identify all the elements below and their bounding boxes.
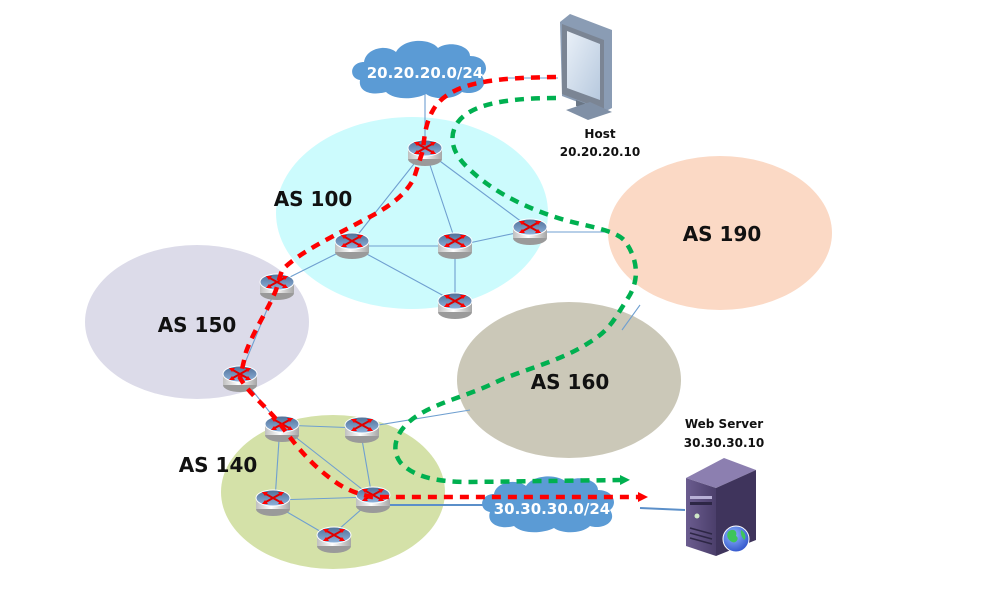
as160-region	[457, 302, 681, 458]
router-as100-center[interactable]	[437, 232, 473, 260]
router-as150-north[interactable]	[259, 273, 295, 301]
as160-label: AS 160	[531, 370, 610, 394]
router-as140-east[interactable]	[355, 486, 391, 514]
as190-region	[608, 156, 832, 310]
host-ip: 20.20.20.10	[560, 145, 640, 159]
router-as140-ne[interactable]	[344, 416, 380, 444]
router-as140-south[interactable]	[316, 526, 352, 554]
source-subnet-cloud: 20.20.20.0/24	[352, 40, 486, 99]
router-as100-south[interactable]	[437, 292, 473, 320]
as100-label: AS 100	[274, 187, 353, 211]
monitor-icon[interactable]	[560, 14, 612, 120]
source-subnet-label: 20.20.20.0/24	[367, 64, 484, 82]
as140-region	[221, 415, 445, 569]
as150-label: AS 150	[158, 313, 237, 337]
server-ip: 30.30.30.10	[684, 436, 764, 450]
router-as100-east[interactable]	[512, 218, 548, 246]
dest-subnet-cloud: 30.30.30.0/24	[482, 476, 614, 533]
server-name: Web Server	[685, 417, 763, 431]
router-as100-west[interactable]	[334, 232, 370, 260]
as190-label: AS 190	[683, 222, 762, 246]
host-name: Host	[584, 127, 615, 141]
as150-region	[85, 245, 309, 399]
globe-icon	[722, 525, 750, 553]
as100-region	[276, 117, 548, 309]
as140-label: AS 140	[179, 453, 258, 477]
router-as140-west[interactable]	[255, 489, 291, 517]
dest-subnet-label: 30.30.30.0/24	[494, 500, 611, 518]
green-path	[393, 95, 639, 486]
